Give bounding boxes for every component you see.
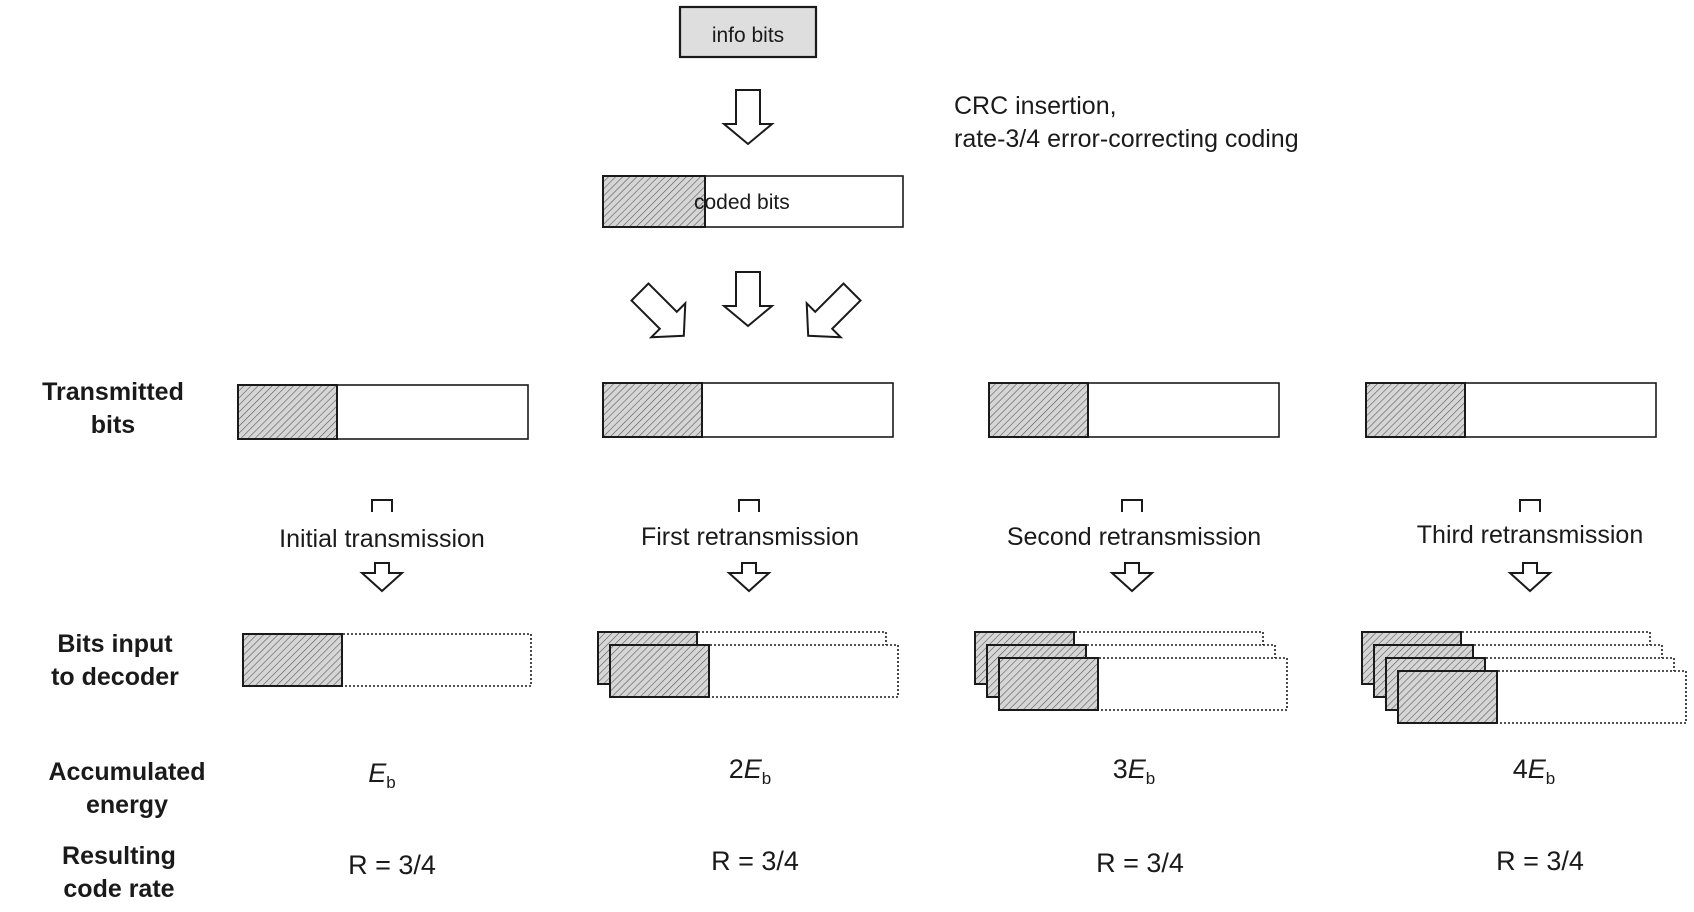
row-label-bits-input: Bits input to decoder: [20, 628, 210, 694]
energy-subscript: b: [761, 769, 772, 788]
bracket-mark-3: [1121, 499, 1143, 512]
energy-prefix: 4: [1512, 754, 1528, 784]
energy-subscript: b: [386, 773, 396, 792]
row-label-energy-line-2: energy: [86, 791, 168, 819]
energy-subscript: b: [1145, 769, 1156, 788]
row-label-rate-line-2: code rate: [63, 875, 175, 903]
energy-symbol: E: [1527, 754, 1546, 784]
coded-bits-block: [602, 175, 904, 228]
bracket-mark-4: [1519, 499, 1541, 512]
crc-hatched-section: [1397, 670, 1498, 724]
column-label-second-retransmission: Second retransmission: [1006, 523, 1262, 551]
arrow-coding-down: [721, 89, 775, 146]
crc-hatched-section: [237, 384, 338, 440]
arrow-fanout-right: [805, 282, 862, 339]
coding-note-line-2: rate-3/4 error-correcting coding: [954, 125, 1299, 153]
energy-subscript: b: [1545, 769, 1556, 788]
code-rate-first: R = 3/4: [711, 846, 799, 876]
decoder-input-block-4-copy-4: [1397, 670, 1687, 724]
accumulated-energy-third: 4Eb: [1484, 754, 1584, 788]
energy-symbol: E: [743, 754, 762, 784]
crc-hatched-section: [1365, 382, 1466, 438]
info-bits-box: [678, 5, 818, 59]
transmitted-bits-block-2: [602, 382, 894, 438]
row-label-accumulated-energy: Accumulated energy: [32, 756, 222, 822]
decoder-input-block-2-copy-2: [609, 644, 899, 698]
row-label-transmitted-bits: Transmitted bits: [18, 376, 208, 442]
column-label-third-retransmission: Third retransmission: [1416, 521, 1644, 549]
transmitted-bits-block-3: [988, 382, 1280, 438]
decoder-input-block-1-copy-1: [242, 633, 532, 687]
column-label-first-retransmission: First retransmission: [640, 523, 860, 551]
arrow-to-decoder-1: [359, 562, 405, 593]
energy-prefix: 3: [1112, 754, 1128, 784]
arrow-fanout-center: [721, 271, 775, 328]
row-label-transmitted-line-1: Transmitted: [42, 378, 184, 406]
row-label-rate-line-1: Resulting: [62, 842, 176, 870]
arrow-to-decoder-3: [1109, 562, 1155, 593]
crc-hatched-section: [609, 644, 710, 698]
crc-hatched-section: [242, 633, 343, 687]
energy-symbol: E: [1127, 754, 1146, 784]
arrow-to-decoder-2: [726, 562, 772, 593]
accumulated-energy-first: 2Eb: [700, 754, 800, 788]
row-label-resulting-code-rate: Resulting code rate: [24, 840, 214, 906]
row-label-energy-line-1: Accumulated: [48, 758, 206, 786]
energy-symbol: E: [368, 758, 387, 788]
code-rate-second: R = 3/4: [1096, 848, 1184, 878]
decoder-input-block-3-copy-3: [998, 657, 1288, 711]
code-rate-third: R = 3/4: [1496, 846, 1584, 876]
crc-hatched-section: [998, 657, 1099, 711]
arrow-fanout-left: [630, 282, 687, 339]
row-label-transmitted-line-2: bits: [90, 411, 136, 439]
bracket-mark-1: [371, 499, 393, 512]
column-label-initial-transmission: Initial transmission: [279, 525, 485, 553]
transmitted-bits-block-4: [1365, 382, 1657, 438]
transmitted-bits-block-1: [237, 384, 529, 440]
coding-note-line-1: CRC insertion,: [954, 92, 1117, 120]
row-label-input-line-2: to decoder: [51, 663, 179, 691]
code-rate-initial: R = 3/4: [348, 850, 436, 880]
crc-hatched-section: [988, 382, 1089, 438]
crc-hatched-section: [602, 382, 703, 438]
arrow-to-decoder-4: [1507, 562, 1553, 593]
bracket-mark-2: [738, 499, 760, 512]
accumulated-energy-initial: Eb: [332, 758, 432, 792]
row-label-input-line-1: Bits input: [57, 630, 173, 658]
accumulated-energy-second: 3Eb: [1084, 754, 1184, 788]
energy-prefix: 2: [728, 754, 744, 784]
info-bits-label: info bits: [711, 24, 785, 47]
coded-bits-label: coded bits: [694, 191, 790, 214]
crc-hatched-section: [602, 175, 706, 228]
